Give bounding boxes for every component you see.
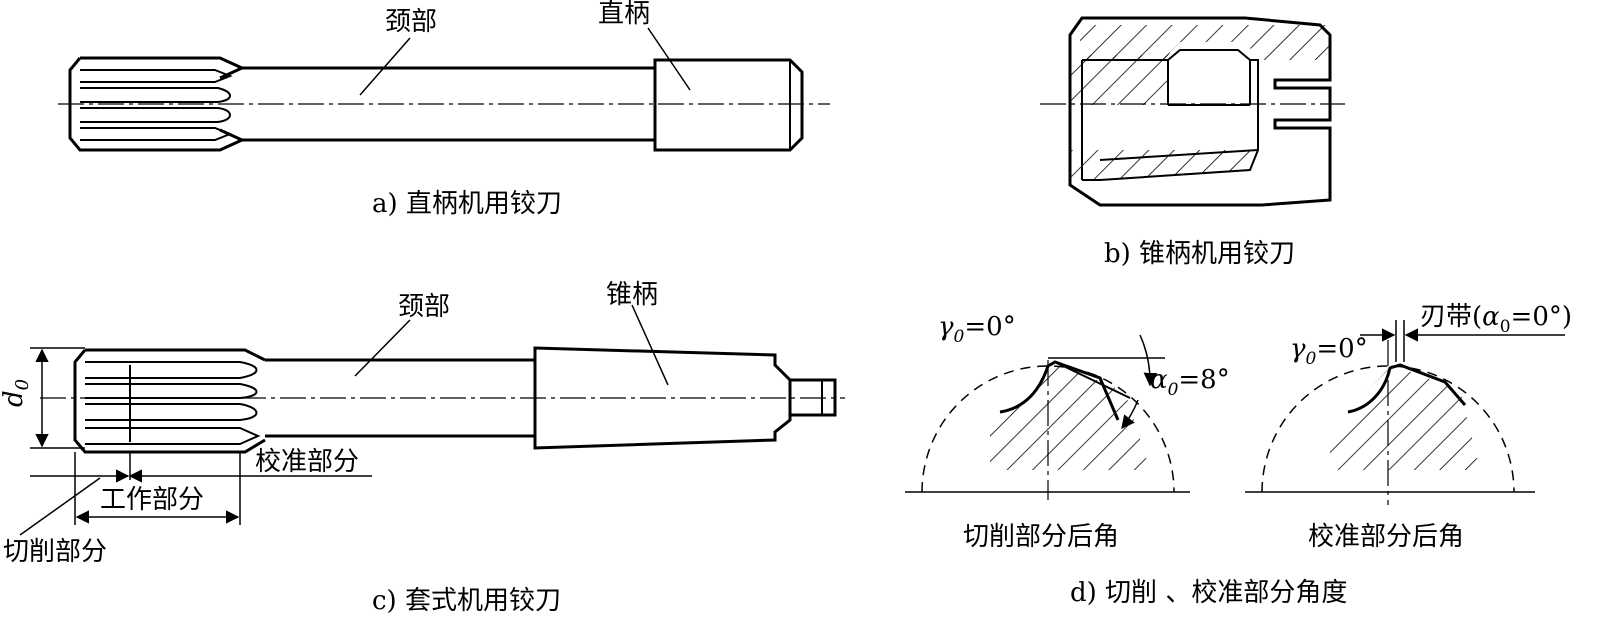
label-gamma0-right: γ0=0° [1290,334,1368,369]
cutter-head-outline [73,348,266,454]
cutter-flutes [80,69,233,141]
leader-taper [631,304,669,386]
leader-neck [354,319,411,377]
label-gamma0-left: γ0=0° [938,312,1016,347]
socket-outline [1068,16,1332,207]
caption-a: a) 直柄机用铰刀 [372,189,562,219]
leader-neck [359,37,411,96]
label-cutting: 切削部分 [3,537,107,567]
panel-c-shell-reamer: d0 颈部 锥柄 校准部分 工作部分 切削部分 c) 套式机用铰刀 [0,280,845,616]
panel-d-angles: γ0=0° α0=8° 切削部分后角 γ0=0° 刃带(α0=0°) 校准部分后… [905,302,1572,608]
calibration-clearance-angle-view: γ0=0° 刃带(α0=0°) 校准部分后角 [1245,302,1572,552]
label-d0: d0 [0,379,33,407]
caption-calibration-angle: 校准部分后角 [1308,522,1464,552]
label-land: 刃带(α0=0°) [1420,302,1572,337]
tang [790,378,837,417]
label-neck: 颈部 [385,7,437,37]
caption-c: c) 套式机用铰刀 [372,586,561,616]
caption-d: d) 切削 、校准部分角度 [1070,578,1347,608]
neck-body [242,66,655,142]
panel-b-taper-shank-section: b) 锥柄机用铰刀 [1040,16,1345,269]
label-alpha0-left: α0=8° [1150,365,1230,400]
label-calibration: 校准部分 [255,447,359,477]
label-taper-shank: 锥柄 [606,280,658,310]
cutter-flutes [85,361,261,445]
caption-b: b) 锥柄机用铰刀 [1104,239,1295,269]
leader-shank [647,27,691,91]
cutting-clearance-angle-view: γ0=0° α0=8° 切削部分后角 [905,312,1230,552]
straight-shank [653,58,804,152]
panel-a-straight-shank-reamer: 颈部 直柄 a) 直柄机用铰刀 [58,0,830,219]
caption-cutting-angle: 切削部分后角 [963,522,1119,552]
label-working: 工作部分 [100,485,204,515]
label-straight-shank: 直柄 [598,0,650,29]
taper-shank [533,346,792,450]
neck-body [265,358,535,438]
label-neck: 颈部 [398,292,450,322]
